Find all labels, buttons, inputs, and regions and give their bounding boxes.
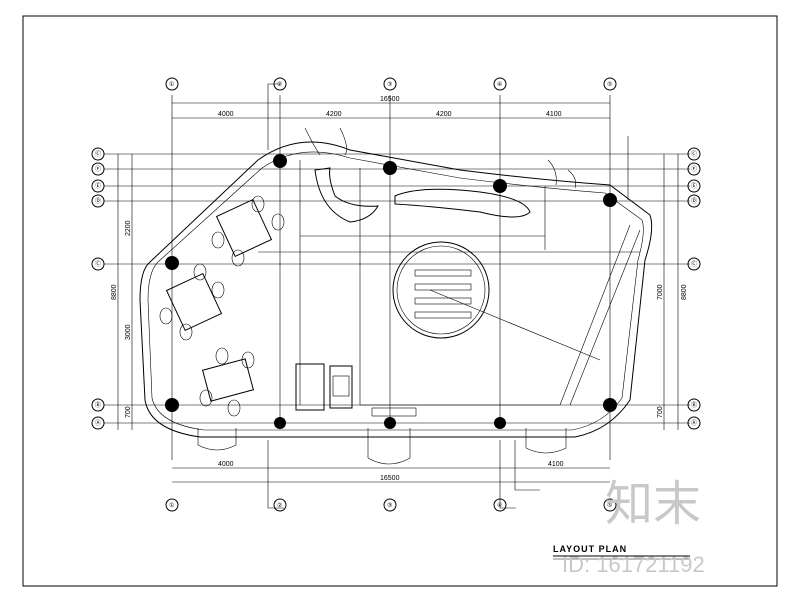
svg-text:Ⓔ: Ⓔ	[95, 182, 101, 190]
structural-columns	[165, 154, 617, 429]
drawing-title: LAYOUT PLAN	[553, 544, 627, 554]
entrance-doors	[197, 127, 576, 465]
central-round-feature	[392, 241, 490, 339]
svg-text:③: ③	[387, 81, 392, 88]
svg-text:Ⓐ: Ⓐ	[95, 419, 101, 427]
svg-text:②: ②	[277, 81, 282, 88]
top-dim-2: 4200	[326, 111, 342, 118]
svg-text:Ⓑ: Ⓑ	[95, 401, 101, 409]
right-dim-7000: 7000	[657, 284, 664, 300]
right-dim-total: 8800	[681, 284, 688, 300]
row-bubbles-left: Ⓒ Ⓕ Ⓔ Ⓓ Ⓒ Ⓑ Ⓐ	[91, 147, 105, 430]
bottom-total-dim: 16500	[380, 475, 400, 482]
svg-text:Ⓐ: Ⓐ	[691, 419, 697, 427]
row-bubbles-right: Ⓒ Ⓕ Ⓔ Ⓓ Ⓒ Ⓑ Ⓐ	[687, 147, 701, 430]
svg-text:Ⓕ: Ⓕ	[691, 165, 697, 173]
lounge-sofa	[314, 167, 379, 223]
bottom-dim-1: 4000	[218, 461, 234, 468]
top-total-dim: 16500	[380, 96, 400, 103]
leader-lines	[267, 83, 629, 509]
drawing-frame	[22, 15, 778, 587]
column-bubbles-top: ① ② ③ ④ ⑤	[165, 77, 617, 91]
interior-partitions	[258, 160, 641, 406]
svg-text:③: ③	[387, 502, 392, 509]
svg-text:④: ④	[497, 502, 502, 509]
right-dim-700: 700	[657, 406, 664, 418]
left-dim-2200: 2200	[125, 220, 132, 236]
svg-text:Ⓓ: Ⓓ	[95, 197, 101, 205]
reception-desk	[394, 188, 531, 218]
svg-text:Ⓒ: Ⓒ	[691, 150, 697, 158]
table-set-1	[211, 195, 285, 267]
top-dim-1: 4000	[218, 111, 234, 118]
display-units	[295, 363, 417, 417]
svg-text:①: ①	[169, 502, 174, 509]
left-dim-700: 700	[125, 406, 132, 418]
svg-text:Ⓔ: Ⓔ	[691, 182, 697, 190]
svg-text:Ⓕ: Ⓕ	[95, 165, 101, 173]
table-set-3	[199, 347, 255, 417]
svg-text:Ⓓ: Ⓓ	[691, 197, 697, 205]
watermark-brand: 知末	[605, 478, 701, 531]
svg-text:Ⓒ: Ⓒ	[691, 260, 697, 268]
column-bubbles-bottom: ① ② ③ ④ ⑤	[165, 498, 617, 512]
table-set-2	[159, 263, 225, 341]
left-dim-3000: 3000	[125, 324, 132, 340]
svg-text:Ⓒ: Ⓒ	[95, 260, 101, 268]
top-dim-3: 4200	[436, 111, 452, 118]
svg-text:⑤: ⑤	[607, 81, 612, 88]
svg-text:①: ①	[169, 81, 174, 88]
watermark-id: ID: 161721192	[562, 552, 705, 577]
svg-text:②: ②	[277, 502, 282, 509]
svg-text:Ⓒ: Ⓒ	[95, 150, 101, 158]
svg-text:④: ④	[497, 81, 502, 88]
left-dim-total: 8800	[111, 284, 118, 300]
svg-text:⑤: ⑤	[607, 502, 612, 509]
bottom-dim-2: 4100	[548, 461, 564, 468]
svg-text:Ⓑ: Ⓑ	[691, 401, 697, 409]
top-dim-4: 4100	[546, 111, 562, 118]
